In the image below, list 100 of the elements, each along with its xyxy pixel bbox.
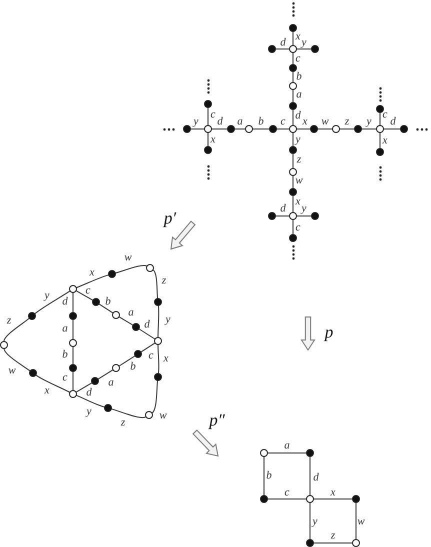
edge-label: d <box>144 320 150 330</box>
edge-label: a <box>296 90 302 100</box>
edge-label: c <box>284 488 290 498</box>
filled-vertex <box>28 312 36 320</box>
edge-label: x <box>296 32 300 42</box>
graph-edge <box>292 132 294 147</box>
filled-vertex <box>310 125 318 133</box>
filled-vertex <box>289 24 297 32</box>
filled-vertex <box>354 125 362 133</box>
graph-edge <box>313 498 353 500</box>
edge-label: x <box>210 134 216 146</box>
filled-vertex <box>69 312 77 320</box>
open-vertex <box>245 125 253 133</box>
edge-label: x <box>44 386 50 396</box>
filled-vertex <box>204 100 212 108</box>
edge-label: b <box>130 362 136 372</box>
edge-label: y <box>366 116 372 128</box>
graph-edge <box>211 128 228 130</box>
graph-edge <box>313 542 353 544</box>
filled-vertex <box>132 323 140 331</box>
edge-label: x <box>296 196 300 208</box>
edge-label: x <box>90 268 94 278</box>
graph-edge <box>292 219 294 235</box>
edge-label: b <box>62 350 68 360</box>
graph-edge <box>76 290 94 301</box>
graph-edge <box>275 48 290 50</box>
filled-vertex <box>306 539 314 547</box>
filled-vertex <box>92 298 100 306</box>
graph-edge <box>292 89 294 103</box>
open-vertex <box>69 285 77 293</box>
edge-label: z <box>330 530 336 542</box>
filled-vertex <box>376 148 384 156</box>
edge-label: w <box>8 366 16 376</box>
graph-edge <box>152 269 158 300</box>
filled-vertex <box>69 364 77 372</box>
graph-edge <box>118 355 136 367</box>
map-label: p″ <box>209 412 225 428</box>
edge-label: d <box>217 116 223 128</box>
graph-edge <box>292 31 294 46</box>
graph-edge <box>151 380 158 414</box>
filled-vertex <box>260 495 268 503</box>
edge-label: d <box>280 204 286 214</box>
edge-label: y <box>194 116 198 128</box>
graph-edge <box>292 109 294 126</box>
edge-label: x <box>382 136 388 146</box>
filled-vertex <box>311 212 319 220</box>
edge-label: c <box>86 286 90 296</box>
edge-label: w <box>159 410 167 422</box>
graph-edge <box>72 319 74 340</box>
open-vertex <box>289 168 297 176</box>
filled-vertex <box>268 212 276 220</box>
graph-edge <box>138 328 156 340</box>
filled-vertex <box>306 449 314 457</box>
graph-edge <box>292 71 294 83</box>
graph-edge <box>361 128 377 130</box>
open-vertex <box>112 364 120 372</box>
edge-label: d <box>62 296 68 308</box>
edge-label: w <box>295 176 303 186</box>
open-vertex <box>306 495 314 503</box>
graph-edge <box>76 382 92 393</box>
edge-label: c <box>296 222 300 234</box>
graph-edge <box>276 128 290 130</box>
edge-label: a <box>237 116 243 128</box>
graph-edge <box>158 304 160 338</box>
edge-label: z <box>344 116 350 128</box>
filled-vertex <box>376 105 384 113</box>
open-vertex <box>145 411 153 419</box>
graph-edge <box>118 316 134 326</box>
edge-label: c <box>296 54 300 64</box>
graph-edge <box>292 195 294 213</box>
graph-edge <box>72 346 74 365</box>
edge-label: w <box>124 252 132 264</box>
open-vertex <box>332 125 340 133</box>
edge-label: y <box>86 406 92 418</box>
graph-edge <box>72 371 74 391</box>
filled-vertex <box>91 377 99 385</box>
graph-edge <box>383 128 401 130</box>
filled-vertex <box>183 125 191 133</box>
open-vertex <box>289 82 297 90</box>
graph-edge <box>267 452 307 454</box>
edge-label: d <box>390 116 396 128</box>
graph-edge <box>76 274 110 288</box>
graph-edge <box>296 48 312 50</box>
edge-label: b <box>266 470 272 482</box>
map-label: p <box>324 324 334 340</box>
graph-edge <box>190 128 205 130</box>
edge-label: d <box>86 388 92 398</box>
graph-edge <box>317 128 333 130</box>
graph-edge <box>3 318 30 342</box>
edge-label: a <box>284 440 290 452</box>
graph-edge <box>252 128 270 130</box>
filled-vertex <box>29 369 37 377</box>
edge-label: z <box>296 154 302 166</box>
edge-label: b <box>296 72 302 82</box>
edge-label: x <box>164 354 168 364</box>
edge-label: c <box>280 116 286 128</box>
open-vertex <box>112 311 120 319</box>
edge-label: x <box>302 116 308 128</box>
graph-edge <box>76 394 106 408</box>
edge-label: d <box>313 472 319 484</box>
